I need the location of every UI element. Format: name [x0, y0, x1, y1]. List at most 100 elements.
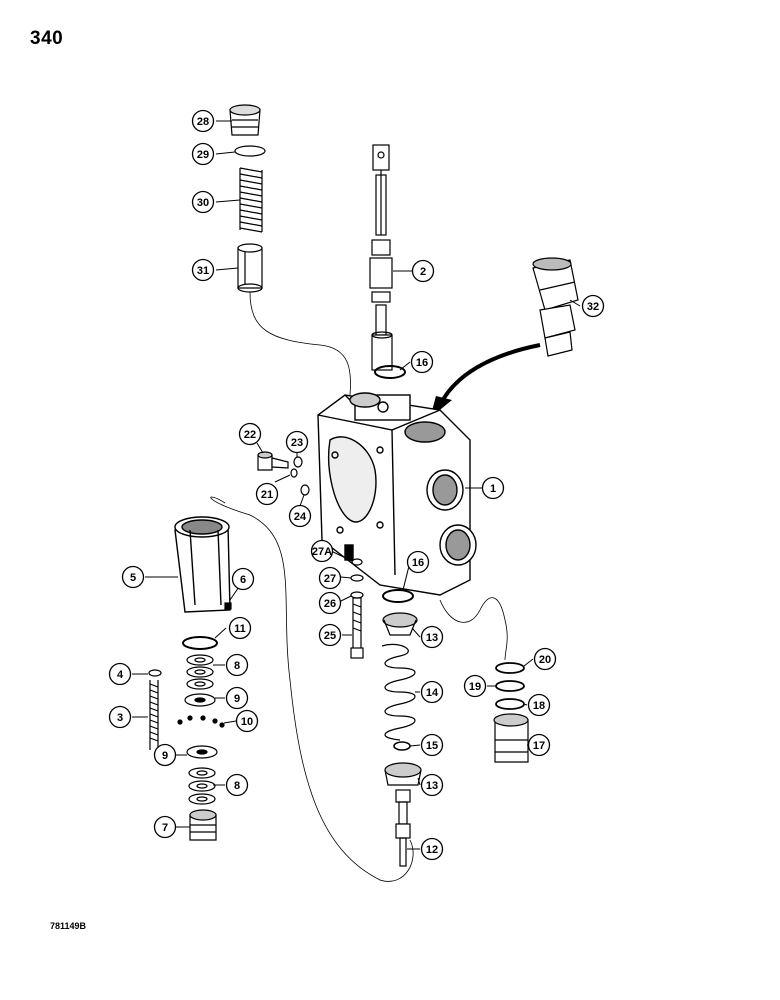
- part-24-o-ring: [300, 484, 310, 496]
- callout-8: 8: [225, 653, 249, 677]
- figure-code: 781149B: [50, 921, 87, 931]
- part-10-balls: [177, 715, 225, 728]
- callout-25: 25: [318, 623, 342, 647]
- part-2-spool: [369, 144, 393, 371]
- callout-number: 9: [234, 693, 240, 705]
- callout-number: 12: [426, 844, 438, 856]
- callout-5: 5: [121, 565, 145, 589]
- callout-27: 27: [318, 566, 342, 590]
- callout-19: 19: [463, 674, 487, 698]
- callout-15: 15: [420, 733, 444, 757]
- callout-6: 6: [231, 567, 255, 591]
- callout-13: 13: [420, 773, 444, 797]
- callout-24: 24: [288, 504, 312, 528]
- part-29-o-ring: [234, 145, 266, 157]
- callout-number: 10: [241, 716, 253, 728]
- callout-number: 24: [294, 511, 307, 523]
- callout-number: 4: [117, 669, 124, 681]
- callout-number: 30: [197, 197, 209, 209]
- callout-14: 14: [420, 680, 444, 704]
- part-32-relief-valve: [532, 257, 579, 357]
- part-15-washer: [393, 741, 411, 751]
- callout-22: 22: [238, 422, 262, 446]
- callout-number: 2: [420, 266, 426, 278]
- part-27-o-ring: [350, 574, 364, 582]
- callout-number: 1: [490, 483, 496, 495]
- part-20-backup-ring: [495, 662, 525, 674]
- callout-number: 29: [197, 149, 209, 161]
- callout-number: 7: [162, 822, 168, 834]
- callout-number: 26: [324, 598, 336, 610]
- callout-26: 26: [318, 591, 342, 615]
- callout-number: 15: [426, 740, 438, 752]
- part-5-spring-cap: [174, 516, 231, 613]
- callout-12: 12: [420, 837, 444, 861]
- part-13-spring-seat-upper: [382, 612, 418, 636]
- callout-27a: 27A: [310, 539, 334, 563]
- part-11-washer: [182, 636, 218, 650]
- part-7-cap-screw: [189, 809, 217, 841]
- callout-8: 8: [225, 773, 249, 797]
- callout-2: 2: [411, 259, 435, 283]
- callout-number: 27: [324, 573, 336, 585]
- callout-30: 30: [191, 190, 215, 214]
- part-21-ball: [290, 468, 298, 478]
- callout-number: 20: [539, 654, 551, 666]
- assembly-arrow: [438, 343, 541, 406]
- part-9-spacer-lower: [186, 745, 218, 759]
- callout-1: 1: [481, 476, 505, 500]
- callout-29: 29: [191, 142, 215, 166]
- callout-number: 23: [291, 437, 303, 449]
- callout-32: 32: [581, 294, 605, 318]
- part-13-spring-seat-lower: [384, 762, 422, 786]
- part-8-washers-lower: [188, 767, 216, 805]
- callout-number: 28: [197, 116, 209, 128]
- callout-number: 3: [117, 712, 123, 724]
- callout-31: 31: [191, 258, 215, 282]
- callout-16: 16: [410, 350, 434, 374]
- callout-number: 32: [587, 301, 599, 313]
- part-30-spring: [239, 167, 263, 233]
- callout-21: 21: [255, 482, 279, 506]
- assembly-guide-lines: [210, 291, 508, 882]
- callout-18: 18: [527, 693, 551, 717]
- callout-20: 20: [533, 647, 557, 671]
- callout-number: 13: [426, 780, 438, 792]
- part-1-valve-body: [317, 392, 477, 596]
- callout-11: 11: [228, 616, 252, 640]
- callout-28: 28: [191, 109, 215, 133]
- callout-16: 16: [406, 550, 430, 574]
- callout-number: 8: [234, 660, 240, 672]
- callout-number: 21: [261, 489, 273, 501]
- callout-number: 5: [130, 572, 136, 584]
- callout-3: 3: [108, 705, 132, 729]
- part-27a-o-ring: [351, 558, 363, 566]
- part-16-seal-lower: [382, 589, 414, 603]
- callout-number: 8: [234, 780, 240, 792]
- callout-number: 16: [412, 557, 424, 569]
- callout-number: 17: [533, 740, 545, 752]
- callout-17: 17: [527, 733, 551, 757]
- part-4-lock-washer: [148, 669, 162, 677]
- part-19-o-ring: [495, 680, 525, 692]
- part-18-o-ring: [495, 698, 525, 710]
- callout-9: 9: [153, 743, 177, 767]
- callout-number: 6: [240, 574, 246, 586]
- callout-number: 27A: [312, 546, 332, 558]
- part-26-o-ring: [350, 591, 364, 599]
- callout-number: 13: [426, 632, 438, 644]
- part-23-o-ring: [293, 456, 303, 468]
- part-25-screw: [350, 597, 364, 659]
- part-6-pin: [224, 602, 232, 610]
- callout-7: 7: [153, 815, 177, 839]
- part-14-spring: [381, 643, 416, 741]
- part-17-plug: [493, 713, 529, 763]
- part-3-screw: [149, 680, 159, 750]
- callout-23: 23: [285, 430, 309, 454]
- callout-number: 9: [162, 750, 168, 762]
- callouts: [132, 120, 581, 850]
- part-8-washers-upper: [186, 654, 214, 690]
- callout-number: 25: [324, 630, 336, 642]
